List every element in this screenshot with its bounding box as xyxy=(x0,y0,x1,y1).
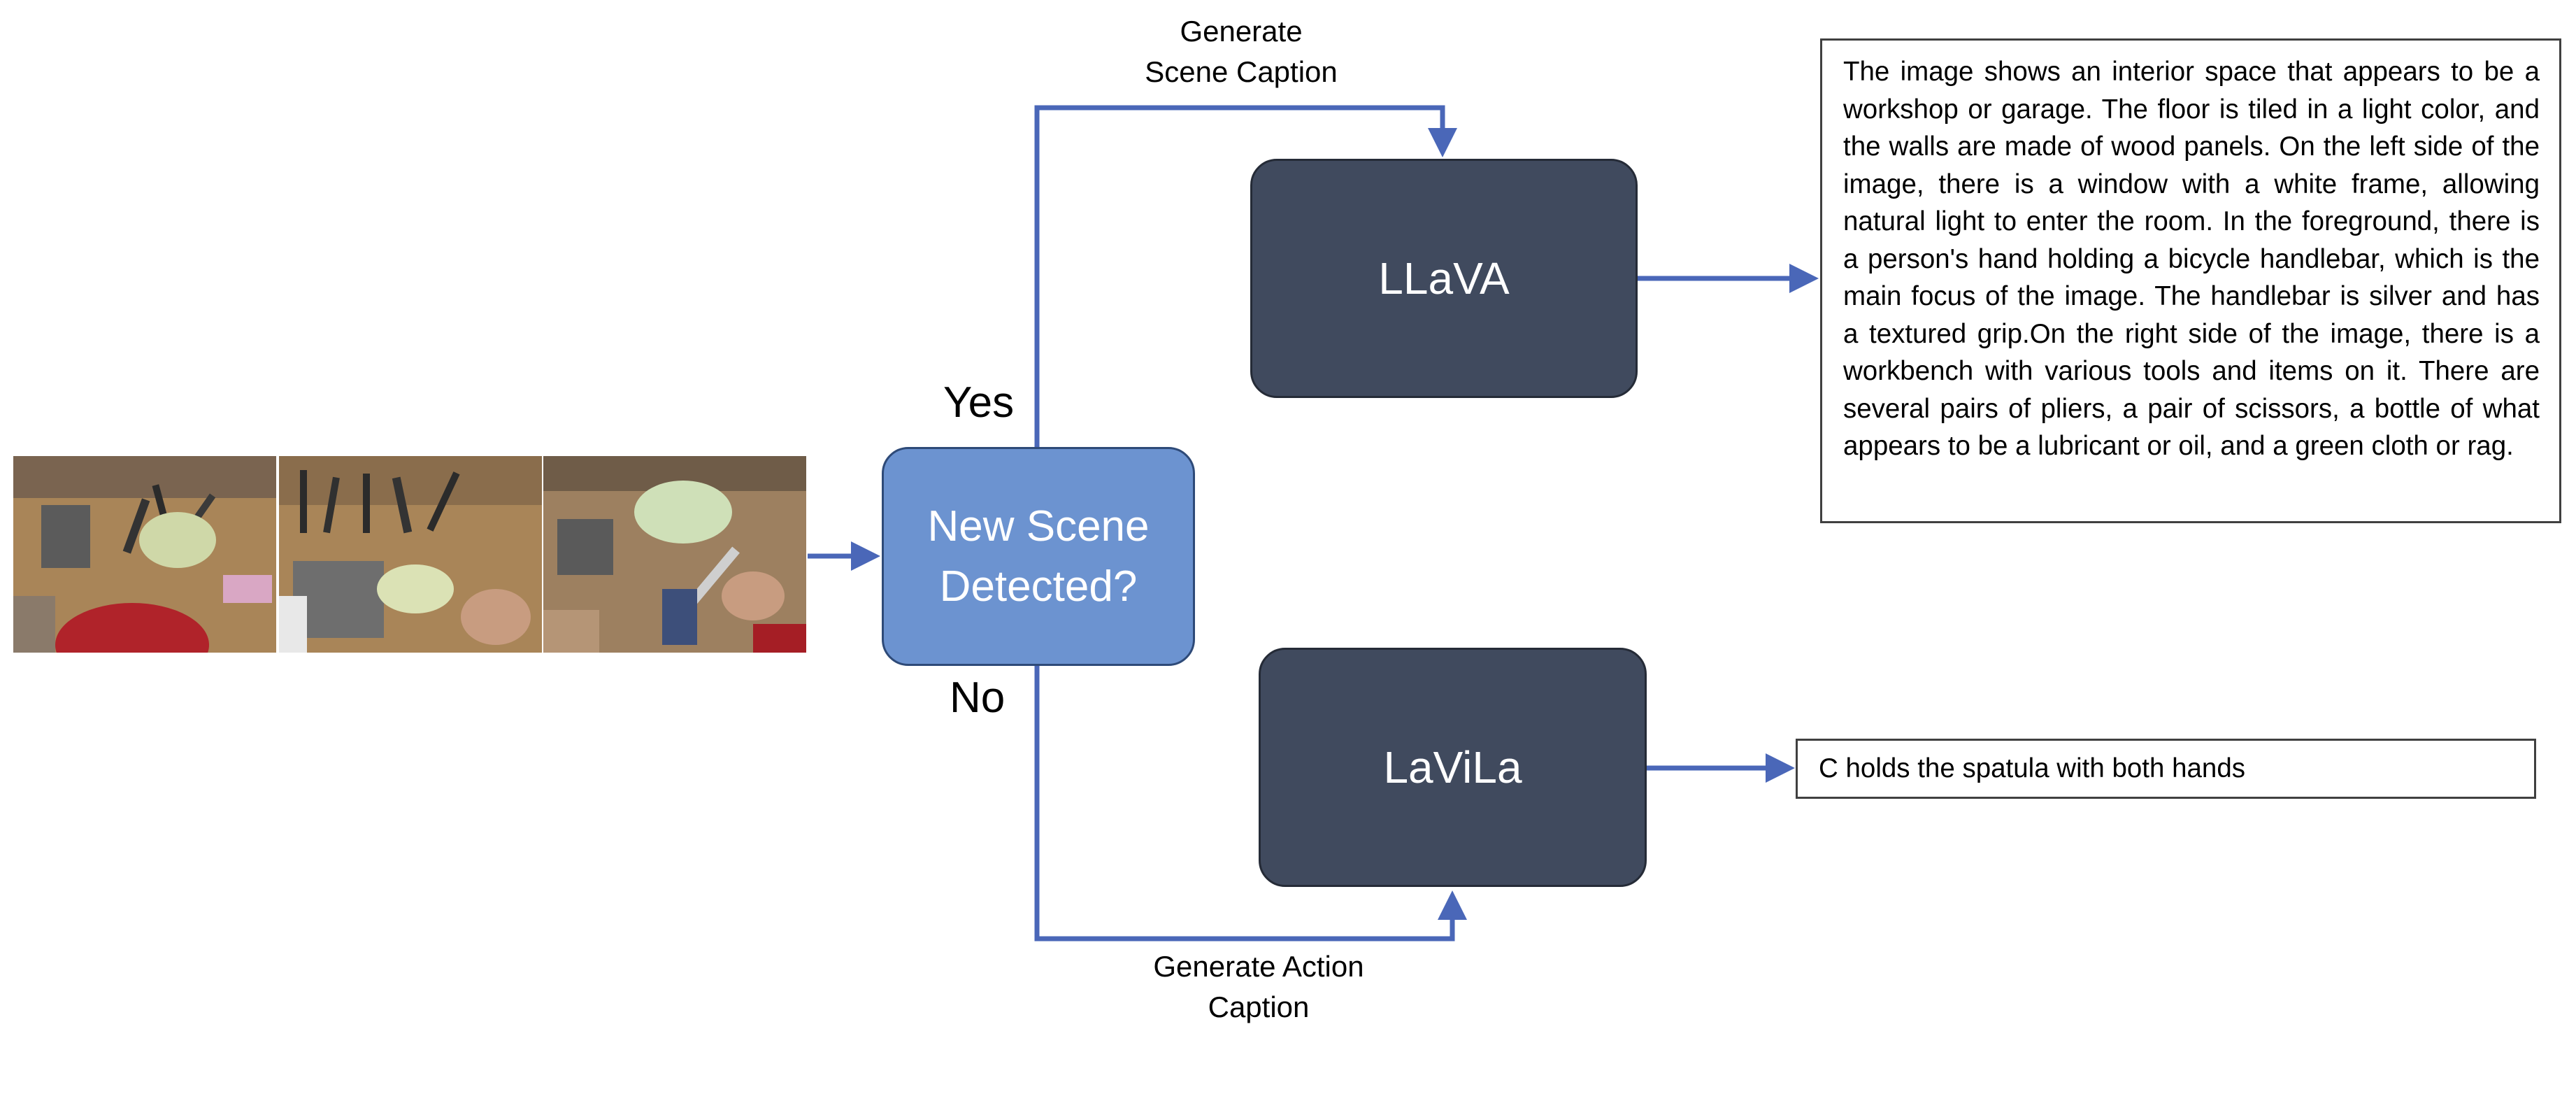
scene-caption-text: The image shows an interior space that a… xyxy=(1843,57,2540,461)
input-frame-2 xyxy=(279,456,542,653)
edge-label-scene: Generate Scene Caption xyxy=(1105,11,1378,92)
decision-line-1: New Scene xyxy=(927,502,1150,550)
edge-label-scene-line-1: Generate xyxy=(1180,15,1303,48)
yes-label: Yes xyxy=(943,378,1015,427)
llava-node: LLaVA xyxy=(1250,159,1638,398)
edge-label-action-line-2: Caption xyxy=(1208,990,1310,1023)
input-frame-3 xyxy=(543,456,806,653)
no-label: No xyxy=(950,674,1006,722)
lavila-node: LaViLa xyxy=(1259,648,1647,887)
edge-label-action-line-1: Generate Action xyxy=(1153,950,1364,983)
decision-line-2: Detected? xyxy=(939,562,1138,611)
action-caption-text: C holds the spatula with both hands xyxy=(1819,753,2245,784)
edge-label-action: Generate Action Caption xyxy=(1105,946,1412,1028)
action-caption-box: C holds the spatula with both hands xyxy=(1796,739,2536,799)
llava-label: LLaVA xyxy=(1378,253,1510,304)
scene-caption-box: The image shows an interior space that a… xyxy=(1820,38,2561,523)
decision-node: New Scene Detected? xyxy=(882,447,1195,666)
lavila-label: LaViLa xyxy=(1383,742,1522,793)
edge-label-scene-line-2: Scene Caption xyxy=(1145,55,1338,88)
arrow-no-to-lavila xyxy=(1034,666,1467,942)
arrow-yes-to-llava xyxy=(1034,105,1457,447)
input-frame-1 xyxy=(13,456,276,653)
